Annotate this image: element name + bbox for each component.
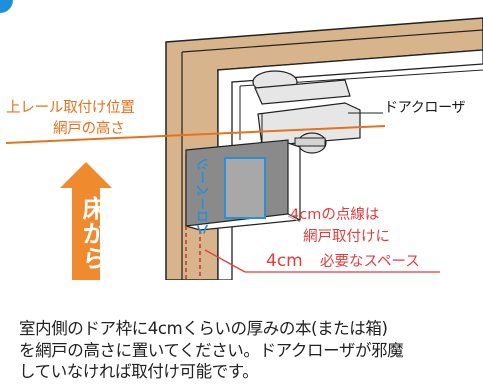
door-frame-illustration: 上レール取付け位置 網戸の高さ ドアクローザ 床から ハローページ 4cmの点線…	[0, 0, 483, 281]
measure-label: 4cm	[266, 251, 303, 271]
instruction-caption: 室内側のドア枠に4cmくらいの厚みの本(または箱) を網戸の高さに置いてください…	[19, 318, 479, 383]
diagram-graphic	[0, 0, 483, 281]
floor-arrow-label: 床から	[78, 196, 106, 271]
note-line-3: 必要なスペース	[320, 254, 420, 270]
screen-height-label: 網戸の高さ	[53, 121, 125, 137]
measure-leader-line	[204, 249, 246, 273]
caption-line-2: を網戸の高さに置いてください。ドアクローザが邪魔	[19, 340, 404, 360]
book-spine-label: ハローページ	[197, 158, 212, 236]
caption-line-1: 室内側のドア枠に4cmくらいの厚みの本(または箱)	[19, 319, 388, 338]
caption-line-3: していなければ取付け可能です。	[19, 362, 259, 381]
step-badge	[0, 0, 13, 13]
note-line-2: 網戸取付けに	[303, 229, 390, 245]
rail-position-label: 上レール取付け位置	[6, 100, 135, 116]
note-line-1: 4cmの点線は	[290, 207, 380, 223]
book	[185, 139, 301, 280]
floor-arrow	[60, 162, 112, 280]
door-frame-edge	[181, 29, 483, 53]
door-closer	[252, 70, 361, 154]
door-closer-label: ドアクローザ	[384, 100, 466, 116]
screen-height-line	[5, 125, 386, 144]
